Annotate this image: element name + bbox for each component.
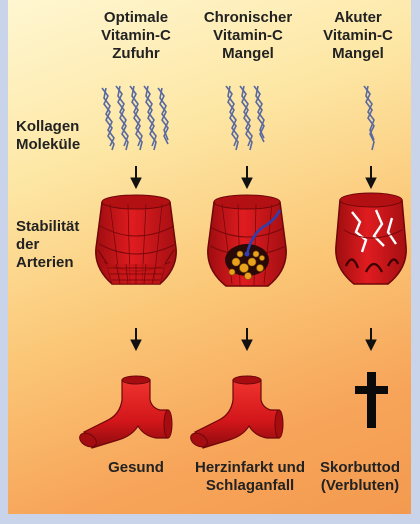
arrow-down-icon [131,166,141,188]
collagen-bundle-optimal [102,86,168,150]
arrow-down-icon [366,328,376,350]
artery-ruptured [336,193,406,284]
collagen-bundle-acute [364,86,374,150]
artery-plaque [208,195,286,286]
arrow-down-icon [366,166,376,188]
arrow-down-icon [131,328,141,350]
cross-icon [355,372,388,428]
arrow-down-icon [242,166,252,188]
artery-bifurcation-healthy [77,376,172,450]
artery-healthy [96,195,176,284]
collagen-bundle-chronic [226,86,264,150]
artery-bifurcation-damaged [188,376,283,450]
arrow-down-icon [242,328,252,350]
